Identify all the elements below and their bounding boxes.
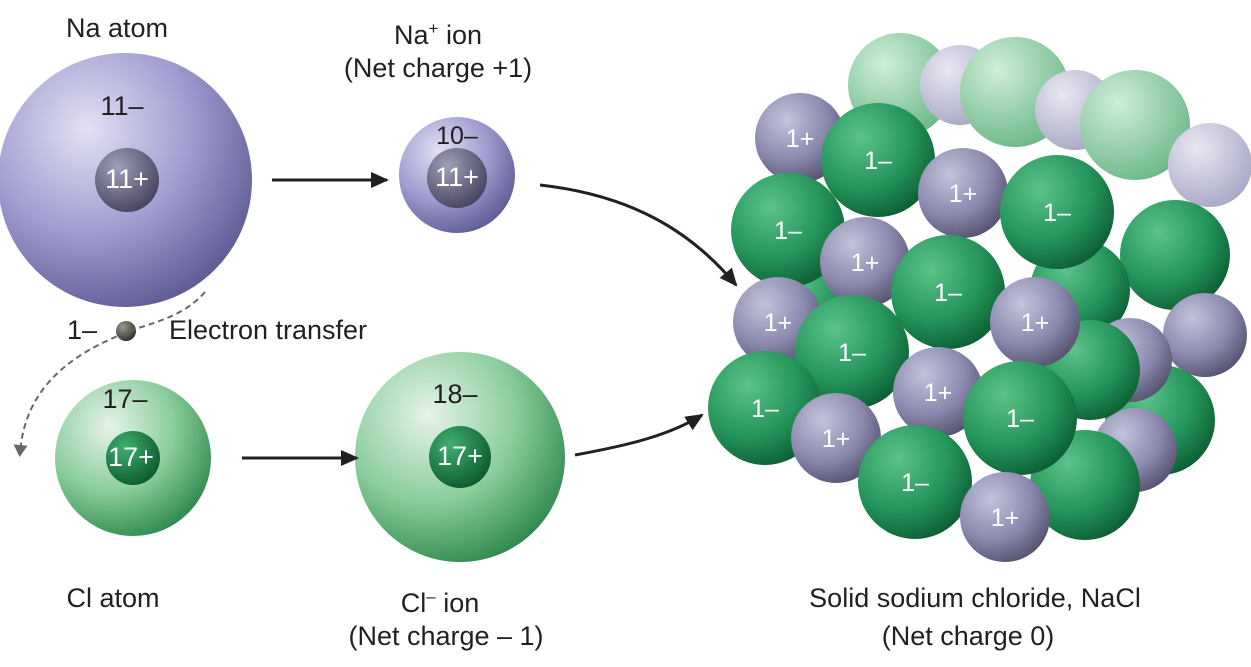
sodium-ion-sphere <box>990 277 1080 367</box>
chloride-charge-label: 1– <box>751 395 779 423</box>
sodium-charge-label: 1+ <box>949 180 978 208</box>
sodium-ion-sphere <box>918 148 1008 238</box>
chloride-charge-label: 1– <box>934 279 962 307</box>
cl-atom-nucleus <box>106 431 160 485</box>
sodium-charge-label: 1+ <box>1021 309 1050 337</box>
sodium-ion-sphere <box>1163 293 1247 377</box>
chloride-charge-label: 1– <box>838 339 866 367</box>
crystal-title: Solid sodium chloride, NaCl <box>809 583 1141 613</box>
cl-ion-nucleus <box>429 426 491 488</box>
na-ion-net-charge: (Net charge +1) <box>343 53 533 83</box>
sodium-charge-label: 1+ <box>764 309 793 337</box>
chloride-ion-sphere <box>1000 155 1114 269</box>
chloride-ion-sphere <box>1080 70 1190 180</box>
chloride-charge-label: 1– <box>864 147 892 175</box>
sodium-charge-label: 1+ <box>851 249 880 277</box>
nacl-crystal: 1+ 1– 1+ 1– 1– 1+ 1– 1+ 1– 1+ 1+ 1– 1– 1+ 1– 1+ <box>708 33 1251 562</box>
cl-ion-superscript: – <box>426 587 436 606</box>
na-ion-nucleus-charge: 11+ <box>435 162 479 192</box>
na-ion-title: Na+ ion <box>394 12 482 52</box>
sodium-ion-sphere <box>1168 123 1251 207</box>
na-ion-nucleus <box>427 148 487 208</box>
na-atom-nucleus <box>95 148 159 212</box>
na-to-crystal-arrow <box>539 183 738 287</box>
chloride-charge-label: 1– <box>774 217 802 245</box>
sodium-ion-sphere <box>791 393 881 483</box>
na-ion-superscript: + <box>428 19 439 38</box>
cl-to-crystal-arrow <box>574 413 704 457</box>
sodium-ion-sphere <box>820 217 910 307</box>
cl-ion-suffix: ion <box>435 588 480 618</box>
electron-charge: 1– <box>66 315 98 345</box>
na-ion-electrons: 10– <box>436 122 478 150</box>
electron-transfer-path <box>13 291 206 457</box>
cl-ion-symbol: Cl <box>400 588 427 618</box>
chloride-charge-label: 1– <box>1043 199 1071 227</box>
crystal-net-charge: (Net charge 0) <box>881 621 1055 651</box>
cl-atom-electrons: 17– <box>102 384 148 414</box>
chloride-ion-sphere <box>1120 200 1230 310</box>
na-ion-suffix: ion <box>438 20 482 50</box>
sodium-charge-label: 1+ <box>786 125 815 153</box>
sodium-charge-label: 1+ <box>924 379 953 407</box>
sodium-charge-label: 1+ <box>822 425 851 453</box>
cl-ion-electrons: 18– <box>432 379 478 409</box>
electron-particle <box>116 321 136 341</box>
chloride-ion-sphere <box>858 425 972 539</box>
na-atom-electrons: 11– <box>100 91 144 121</box>
sodium-charge-label: 1+ <box>991 504 1020 532</box>
na-atom-title: Na atom <box>65 13 169 43</box>
cl-ion-title: Cl– ion <box>401 580 480 620</box>
cl-atom-title: Cl atom <box>66 583 160 613</box>
sodium-ion-sphere <box>893 347 983 437</box>
chloride-charge-label: 1– <box>901 469 929 497</box>
chloride-ion-sphere <box>821 103 935 217</box>
sodium-ion-sphere <box>960 472 1050 562</box>
chloride-ion-sphere <box>795 295 909 409</box>
cl-atom-nucleus-charge: 17+ <box>108 442 154 472</box>
electron-transfer-label: Electron transfer <box>168 315 368 345</box>
na-ion-symbol: Na <box>394 20 429 50</box>
chloride-ion-sphere <box>963 361 1077 475</box>
cl-ion-net-charge: (Net charge – 1) <box>348 621 544 651</box>
chloride-ion-sphere <box>891 235 1005 349</box>
cl-ion-nucleus-charge: 17+ <box>437 441 483 471</box>
chloride-charge-label: 1– <box>1006 405 1034 433</box>
na-atom-nucleus-charge: 11+ <box>105 164 149 194</box>
chloride-ion-sphere <box>731 173 845 287</box>
